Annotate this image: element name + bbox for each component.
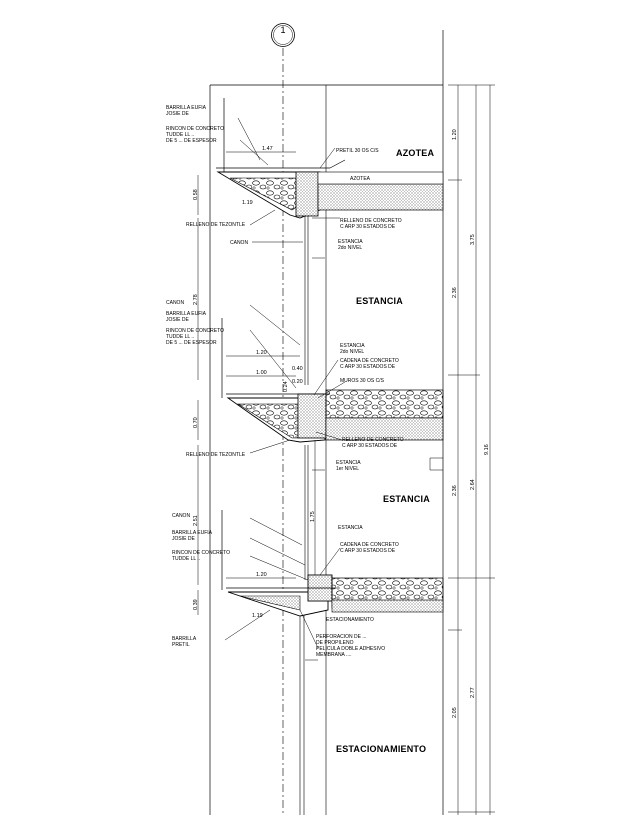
dim-0-39: 0.39	[193, 599, 199, 610]
dim-1-75: 1.75	[310, 511, 316, 522]
note-azotea-small: AZOTEA	[350, 176, 371, 182]
dim-1-47: 1.47	[262, 146, 273, 152]
note-relleno-tezontle-1: RELLENO DE TEZONTLE	[186, 222, 246, 228]
section-marker-number: 1	[280, 25, 286, 35]
note-barrilla-3: BARRILLA EUFIA JOSIE DE	[172, 530, 213, 542]
note-relleno-concreto-2: RELLENO DE CONCRETO C ARP 30 ESTADOS DE	[342, 437, 404, 449]
dim-right-2-77: 2.77	[470, 687, 476, 698]
note-perforacion: PERFORACION DE ... DE PROPILENO PELICULA…	[316, 634, 386, 658]
note-estancia-2do-a: ESTANCIA 2do NIVEL	[338, 239, 363, 251]
dim-1-00: 1.00	[256, 370, 267, 376]
note-muros: MUROS 30 OS C/S	[340, 378, 384, 384]
note-pretil: PRETIL 30 OS C/S	[336, 148, 379, 154]
note-canon-3: CANON	[172, 513, 191, 519]
room-estancia-lower: ESTANCIA	[383, 494, 430, 504]
note-cadena-2: CADENA DE CONCRETO C ARP 30 ESTADOS DE	[340, 542, 399, 554]
note-estacionamiento-small: ESTACIONAMIENTO	[326, 617, 374, 623]
dim-1-20-b: 1.20	[256, 572, 267, 578]
dim-right-9-16: 9.16	[484, 444, 490, 455]
note-barrilla-1: BARRILLA EUFIA JOSIE DE	[166, 105, 207, 117]
dim-right-1-20: 1.20	[452, 129, 458, 140]
dim-2-78: 2.78	[193, 294, 199, 305]
note-estancia-1er: ESTANCIA 1er NIVEL	[336, 460, 361, 472]
dim-right-2-64: 2.64	[470, 479, 476, 490]
note-estancia-small: ESTANCIA	[338, 525, 363, 531]
note-rincon-1: RINCON DE CONCRETO TUDDE LL .. DE 5 ... …	[166, 126, 224, 144]
dim-right-3-75: 3.75	[470, 234, 476, 245]
dim-0-20: 0.20	[292, 379, 303, 385]
dim-right-2-05: 2.05	[452, 707, 458, 718]
dim-2-51: 2.51	[193, 515, 199, 526]
dim-0-40: 0.40	[292, 366, 303, 372]
slab-bottom	[226, 574, 444, 617]
dim-0-24: 0.24	[283, 381, 289, 392]
dim-right-2-36-a: 2.36	[452, 287, 458, 298]
note-rincon-3: RINCON DE CONCRETO TUDDE LL ..	[172, 550, 230, 562]
slab-azotea	[216, 159, 444, 219]
dim-0-70: 0.70	[193, 417, 199, 428]
note-relleno-concreto-1: RELLENO DE CONCRETO C ARP 30 ESTADOS DE	[340, 218, 402, 230]
room-estacionamiento: ESTACIONAMIENTO	[336, 744, 427, 754]
note-rincon-2: RINCON DE CONCRETO TUDDE LL .. DE 5 ... …	[166, 328, 224, 346]
dim-right-2-36-b: 2.36	[452, 485, 458, 496]
note-cadena-1: CADENA DE CONCRETO C ARP 30 ESTADOS DE	[340, 358, 399, 370]
note-barrilla-2: BARRILLA EUFIA JOSIE DE	[166, 311, 207, 323]
dim-0-58: 0.58	[193, 189, 199, 200]
room-estancia-upper: ESTANCIA	[356, 296, 403, 306]
note-canon-2: CANON	[166, 300, 185, 306]
room-azotea: AZOTEA	[396, 148, 435, 158]
note-relleno-tezontle-2: RELLENO DE TEZONTLE	[186, 452, 246, 458]
dim-1-19-a: 1.19	[242, 200, 253, 206]
note-estancia-2do-b: ESTANCIA 2do NIVEL	[340, 343, 365, 355]
dim-1-20-a: 1.20	[256, 350, 267, 356]
note-canon-1: CANON	[230, 240, 249, 246]
dim-1-19-b: 1.19	[252, 613, 263, 619]
slab-middle	[226, 389, 444, 443]
section-marker-circle	[271, 23, 295, 47]
note-barrilla-4: BARRILLA PRETIL	[172, 636, 197, 648]
